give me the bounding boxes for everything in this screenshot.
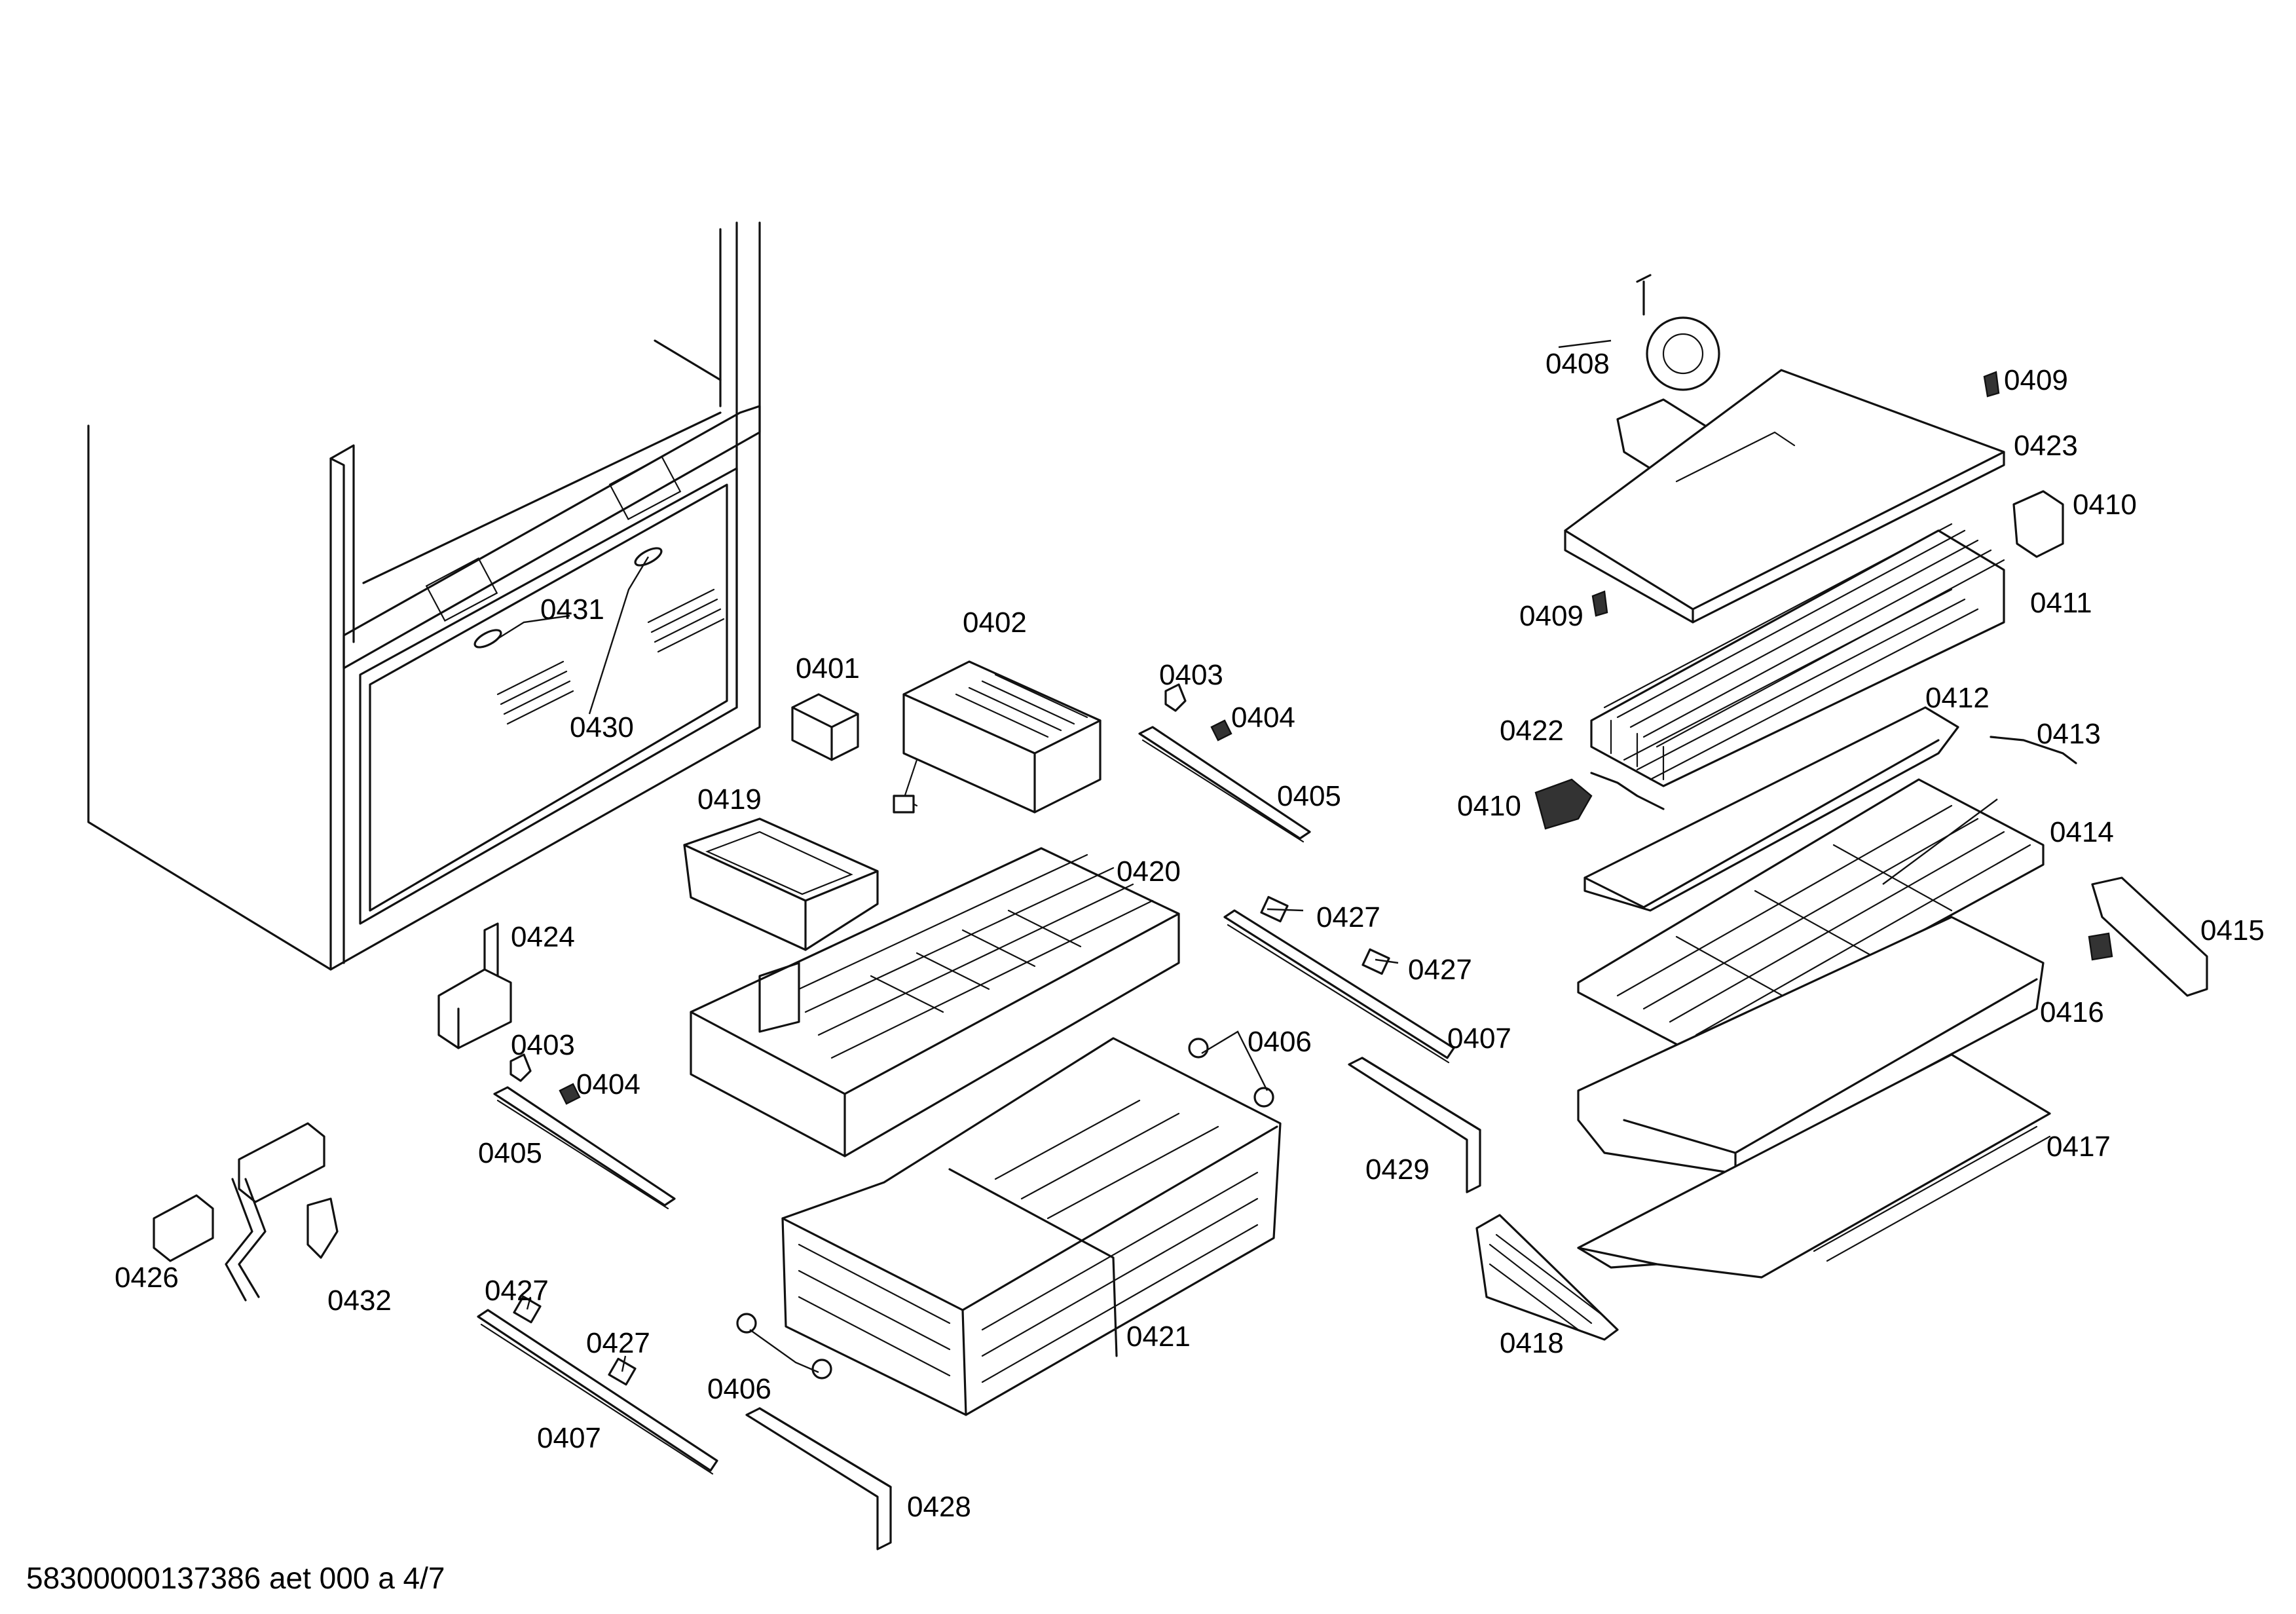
label-0415: 0415 <box>2200 914 2265 947</box>
part-0418-drawing <box>1475 1214 1619 1341</box>
label-0404-lower: 0404 <box>576 1068 640 1100</box>
part-0402-drawing <box>893 660 1102 814</box>
label-0404-upper: 0404 <box>1231 702 1295 734</box>
label-0407-upper: 0407 <box>1447 1023 1511 1055</box>
part-0415-drawing <box>2088 876 2208 997</box>
part-0422-drawing <box>1590 772 1665 810</box>
part-0414-drawing <box>1577 778 2045 1056</box>
label-0417: 0417 <box>2046 1131 2111 1163</box>
part-0429-drawing <box>1348 1057 1481 1193</box>
label-0410-upper: 0410 <box>2073 489 2137 521</box>
part-0423-drawing <box>1564 369 2005 624</box>
label-0416: 0416 <box>2040 996 2104 1028</box>
label-0412: 0412 <box>1925 682 1990 714</box>
part-0410-drawing <box>1534 490 2064 830</box>
label-0406-upper: 0406 <box>1248 1026 1312 1058</box>
label-0403-lower: 0403 <box>511 1029 575 1061</box>
cabinet-drawing <box>87 221 761 971</box>
part-0403-0405-upper-drawing <box>1138 683 1311 843</box>
part-0407-lower-drawing <box>477 1295 718 1475</box>
label-0427-upper-a: 0427 <box>1316 901 1380 933</box>
label-0429: 0429 <box>1365 1154 1430 1186</box>
label-0427-upper-b: 0427 <box>1408 954 1472 986</box>
part-0426-0432-drawing <box>153 1122 339 1302</box>
part-0428-drawing <box>745 1407 892 1550</box>
part-0424-drawing <box>437 922 512 1049</box>
part-0419-drawing <box>683 817 879 951</box>
label-0427-lower-a: 0427 <box>485 1275 549 1307</box>
part-0407-upper-drawing <box>1223 895 1455 1064</box>
part-0409-drawing <box>1591 371 2000 617</box>
label-0432: 0432 <box>327 1285 392 1317</box>
label-0430: 0430 <box>570 711 634 743</box>
part-0406-upper-drawing <box>1188 1038 1274 1108</box>
label-0403-upper: 0403 <box>1159 659 1223 691</box>
label-0420: 0420 <box>1117 855 1181 888</box>
label-0410-lower: 0410 <box>1457 790 1521 822</box>
label-0431: 0431 <box>540 593 604 626</box>
label-0401: 0401 <box>796 652 860 685</box>
part-0420-drawing <box>690 847 1180 1157</box>
label-0408: 0408 <box>1546 348 1610 380</box>
label-0419: 0419 <box>697 783 762 816</box>
label-0428: 0428 <box>907 1491 971 1523</box>
label-0413: 0413 <box>2037 718 2101 750</box>
part-0412-drawing <box>1583 706 1959 912</box>
drawing-reference-footer: 58300000137386 aet 000 a 4/7 <box>26 1561 445 1595</box>
part-0417-drawing <box>1577 1053 2051 1279</box>
label-0414: 0414 <box>2050 816 2114 848</box>
label-0407-lower: 0407 <box>537 1422 601 1454</box>
part-0421-drawing <box>781 1037 1282 1416</box>
part-0401-drawing <box>791 693 859 761</box>
label-0405-upper: 0405 <box>1277 780 1341 812</box>
label-0402: 0402 <box>963 607 1027 639</box>
label-0421: 0421 <box>1126 1321 1191 1353</box>
label-0409-upper: 0409 <box>2004 364 2068 396</box>
label-0405-lower: 0405 <box>478 1137 542 1169</box>
part-0406-lower-drawing <box>736 1313 832 1379</box>
label-0423: 0423 <box>2014 430 2078 462</box>
label-0422: 0422 <box>1500 715 1564 747</box>
label-0426: 0426 <box>115 1262 179 1294</box>
part-0403-0405-lower-drawing <box>493 1053 676 1210</box>
label-0409-lower: 0409 <box>1519 600 1583 632</box>
leader-lines <box>497 339 1998 1372</box>
part-0413-drawing <box>1990 736 2077 764</box>
label-0418: 0418 <box>1500 1327 1564 1359</box>
part-labels: 0401 0402 0403 0404 0405 0419 0420 0427 … <box>115 348 2265 1523</box>
label-0424: 0424 <box>511 921 575 953</box>
label-0406-lower: 0406 <box>707 1373 771 1405</box>
part-0411-drawing <box>1590 523 2005 787</box>
label-0427-lower-b: 0427 <box>586 1327 650 1359</box>
label-0411: 0411 <box>2030 587 2092 619</box>
